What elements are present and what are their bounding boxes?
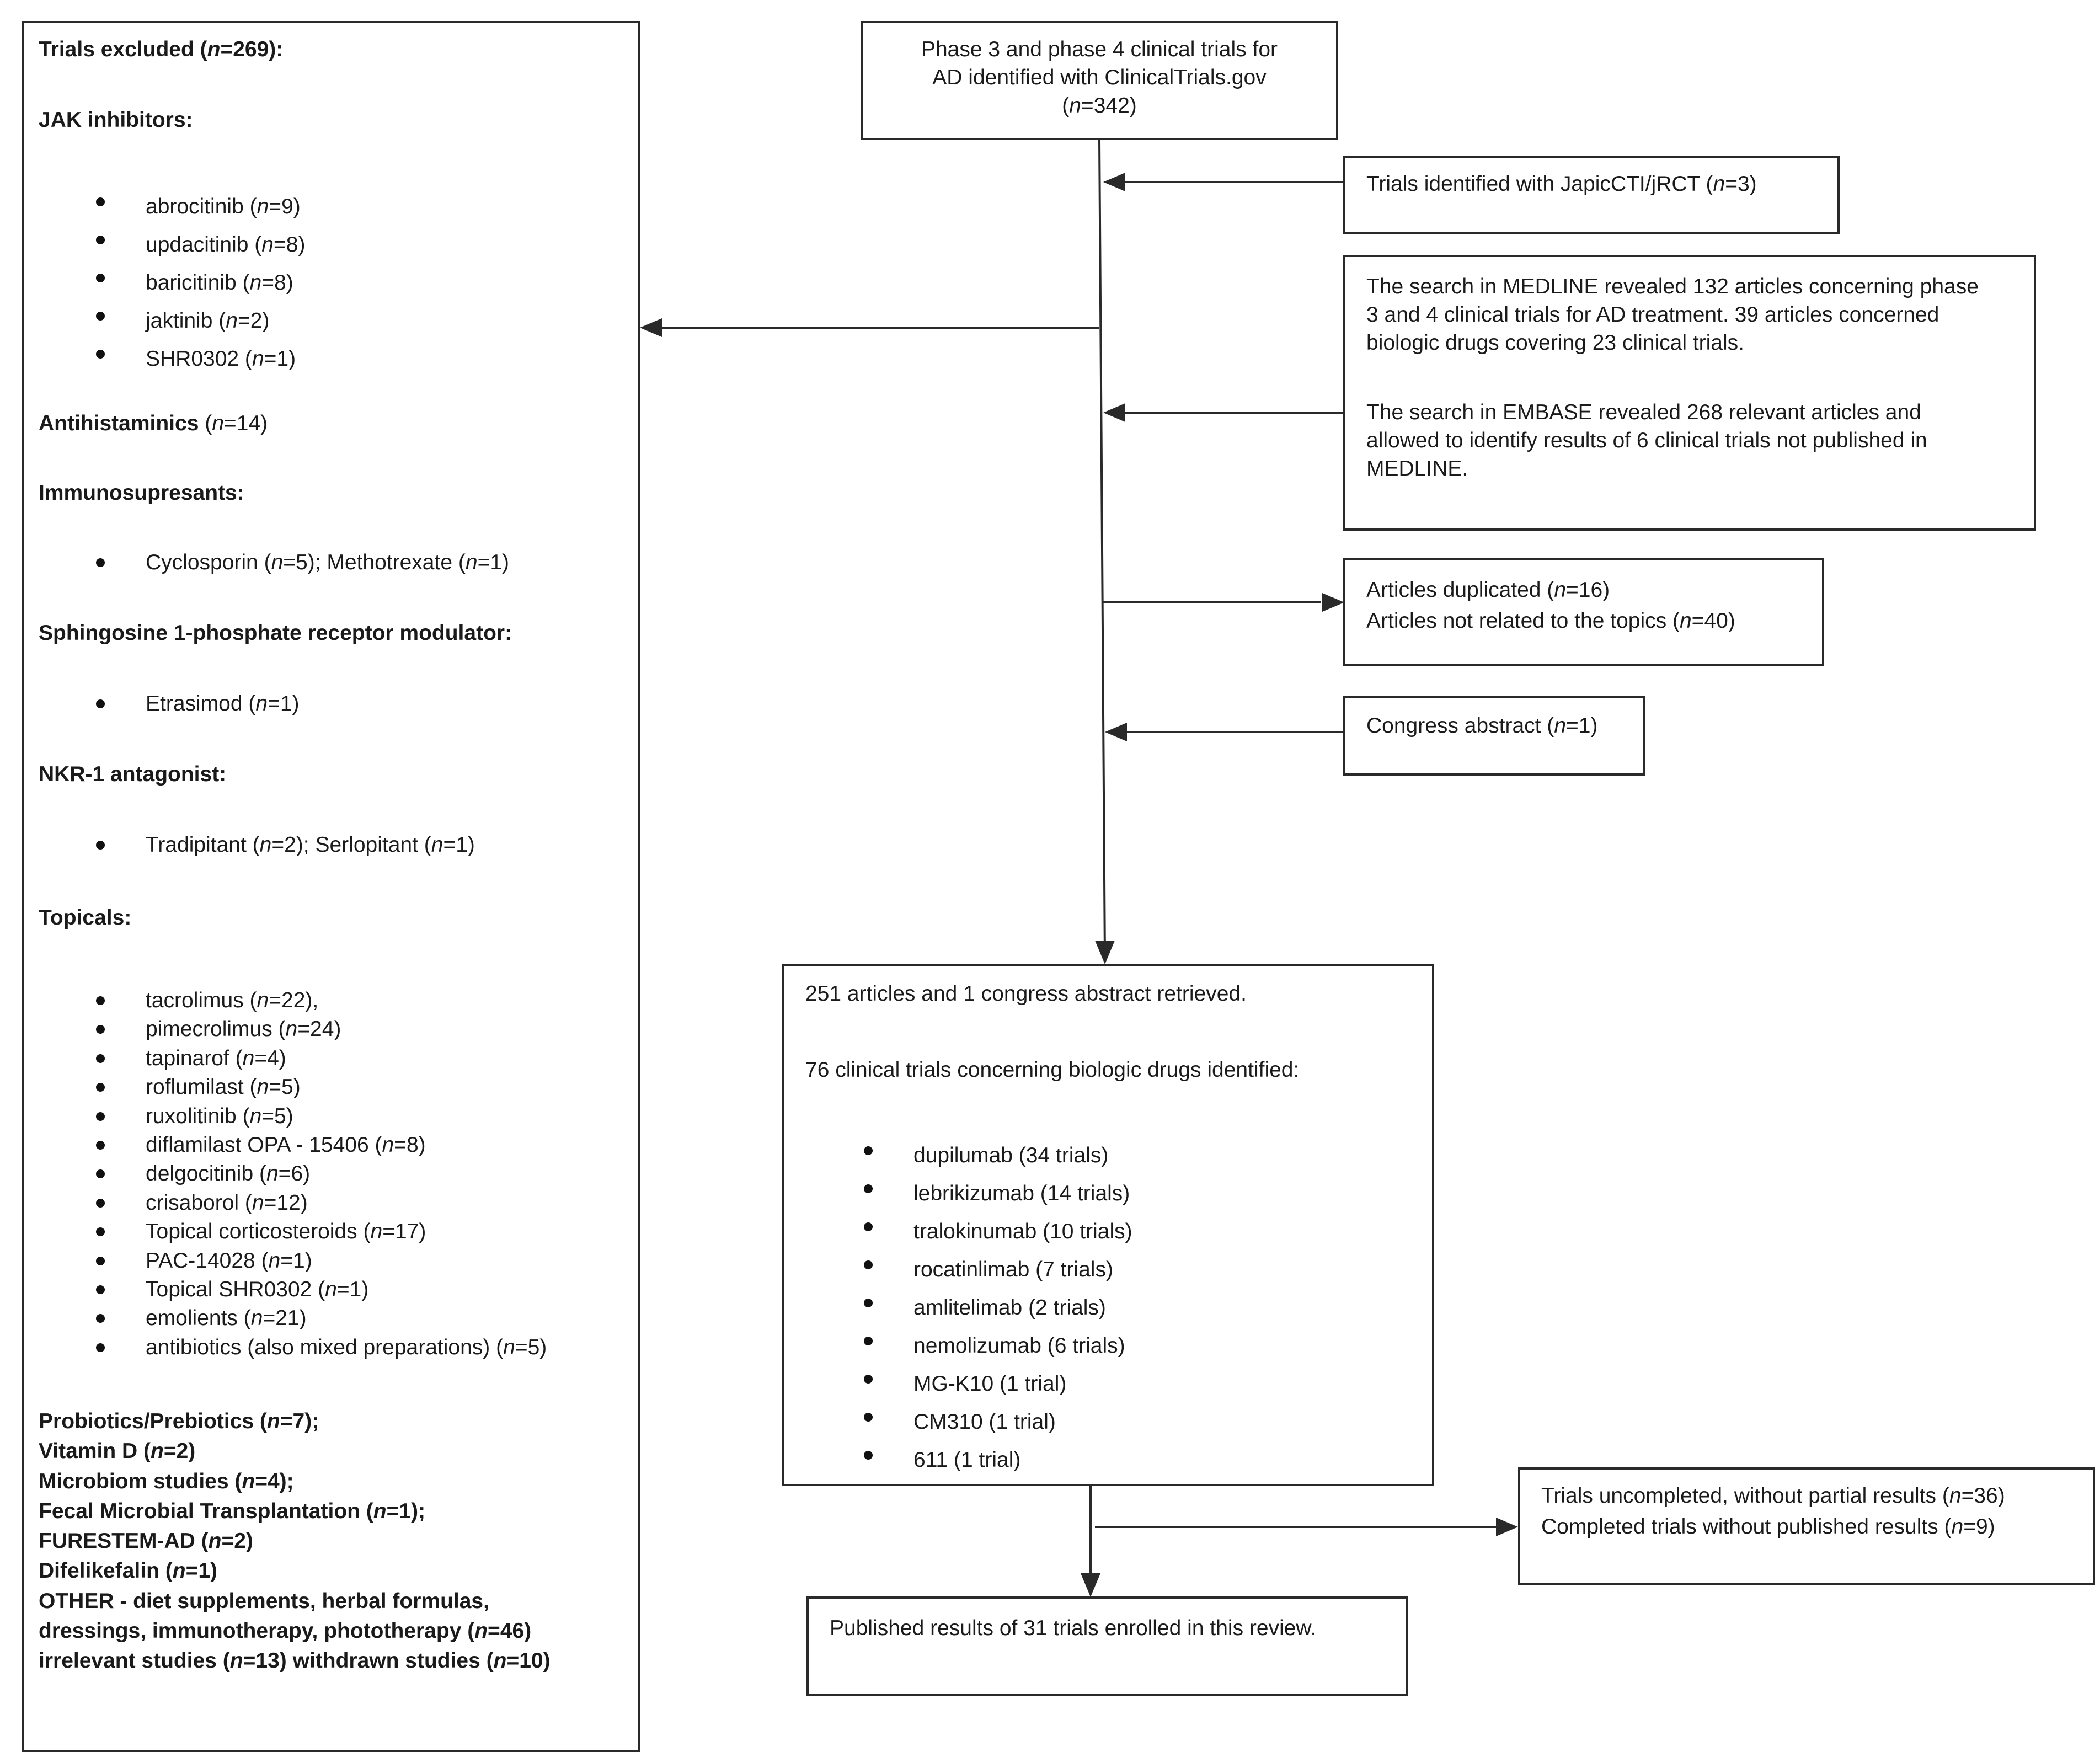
list-item: baricitinib (n=8) (95, 264, 305, 302)
list-item: tapinarof (n=4) (95, 1044, 547, 1073)
jak-list: abrocitinib (n=9) updacitinib (n=8) bari… (95, 188, 305, 378)
list-item: 611 (1 trial) (864, 1441, 1132, 1479)
sphingosine-list: Etrasimod (n=1) (96, 690, 300, 718)
immunosupresants-list: Cyclosporin (n=5); Methotrexate (n=1) (95, 548, 509, 576)
list-item: dupilumab (34 trials) (864, 1136, 1132, 1174)
list-item: CM310 (1 trial) (864, 1403, 1132, 1441)
published-box: Published results of 31 trials enrolled … (806, 1596, 1408, 1696)
duplicated-box: Articles duplicated (n=16) Articles not … (1343, 558, 1824, 666)
topicals-list: tacrolimus (n=22), pimecrolimus (n=24) t… (95, 986, 547, 1362)
uncompleted-box: Trials uncompleted, without partial resu… (1518, 1467, 2095, 1585)
sphingosine-heading: Sphingosine 1-phosphate receptor modulat… (39, 621, 512, 645)
other-line: Difelikefalin (n=1) (39, 1559, 218, 1583)
list-item: nemolizumab (6 trials) (864, 1327, 1132, 1365)
arrowhead-medline (1103, 403, 1125, 422)
list-item: rocatinlimab (7 trials) (864, 1251, 1132, 1289)
biologics-list: dupilumab (34 trials) lebrikizumab (14 t… (864, 1136, 1132, 1479)
list-item: updacitinib (n=8) (95, 226, 305, 264)
list-item: Tradipitant (n=2); Serlopitant (n=1) (96, 831, 475, 859)
other-line: Fecal Microbial Transplantation (n=1); (39, 1499, 426, 1523)
duplicated-text: Articles duplicated (n=16) Articles not … (1366, 578, 1735, 633)
other-line: dressings, immunotherapy, phototherapy (… (39, 1619, 532, 1643)
published-text: Published results of 31 trials enrolled … (830, 1616, 1317, 1640)
antihistaminics-line: Antihistaminics (n=14) (39, 412, 268, 435)
retrieved-line2: 76 clinical trials concerning biologic d… (805, 1058, 1300, 1082)
list-item: tacrolimus (n=22), (95, 986, 547, 1015)
list-item: Topical SHR0302 (n=1) (95, 1275, 547, 1304)
list-item: lebrikizumab (14 trials) (864, 1174, 1132, 1212)
list-item: Cyclosporin (n=5); Methotrexate (n=1) (95, 548, 509, 576)
list-item: antibiotics (also mixed preparations) (n… (95, 1333, 547, 1362)
uncompleted-text: Trials uncompleted, without partial resu… (1541, 1484, 2005, 1539)
excluded-title: Trials excluded (n=269): (39, 38, 284, 61)
arrowhead-congress (1105, 723, 1127, 741)
embase-text: The search in EMBASE revealed 268 releva… (1366, 400, 1927, 480)
other-line: Vitamin D (n=2) (39, 1439, 196, 1463)
immunosupresants-heading: Immunosupresants: (39, 481, 244, 505)
arrowhead-excluded (640, 318, 662, 337)
main-vertical-line (1098, 138, 1106, 959)
list-item: roflumilast (n=5) (95, 1073, 547, 1102)
topicals-heading: Topicals: (39, 906, 132, 930)
other-line: OTHER - diet supplements, herbal formula… (39, 1589, 489, 1613)
databases-box: The search in MEDLINE revealed 132 artic… (1343, 255, 2036, 531)
nkr1-heading: NKR-1 antagonist: (39, 762, 227, 786)
other-line: FURESTEM-AD (n=2) (39, 1529, 253, 1553)
other-line: Microbiom studies (n=4); (39, 1469, 294, 1493)
arrowhead-down-main (1095, 941, 1115, 964)
congress-text: Congress abstract (n=1) (1366, 714, 1598, 738)
identified-box: Phase 3 and phase 4 clinical trials for … (861, 21, 1338, 140)
list-item: pimecrolimus (n=24) (95, 1015, 547, 1044)
medline-text: The search in MEDLINE revealed 132 artic… (1366, 275, 1979, 355)
list-item: amlitelimab (2 trials) (864, 1289, 1132, 1327)
jak-heading: JAK inhibitors: (39, 108, 193, 132)
list-item: emolients (n=21) (95, 1304, 547, 1333)
retrieved-box: 251 articles and 1 congress abstract ret… (782, 964, 1434, 1486)
japic-box: Trials identified with JapicCTI/jRCT (n=… (1343, 156, 1840, 234)
list-item: crisaborol (n=12) (95, 1189, 547, 1217)
arrowhead-published (1081, 1573, 1100, 1597)
list-item: PAC-14028 (n=1) (95, 1247, 547, 1275)
list-item: Topical corticosteroids (n=17) (95, 1217, 547, 1246)
excluded-box: Trials excluded (n=269): JAK inhibitors:… (22, 21, 640, 1752)
other-line: irrelevant studies (n=13) withdrawn stud… (39, 1649, 551, 1673)
nkr1-list: Tradipitant (n=2); Serlopitant (n=1) (96, 831, 475, 859)
japic-text: Trials identified with JapicCTI/jRCT (n=… (1366, 172, 1757, 196)
retrieved-line1: 251 articles and 1 congress abstract ret… (805, 982, 1247, 1006)
list-item: jaktinib (n=2) (95, 302, 305, 340)
list-item: diflamilast OPA - 15406 (n=8) (95, 1131, 547, 1160)
list-item: MG-K10 (1 trial) (864, 1365, 1132, 1403)
arrowhead-duplicated (1322, 593, 1344, 612)
other-line: Probiotics/Prebiotics (n=7); (39, 1409, 319, 1433)
arrowhead-japic (1103, 173, 1125, 191)
identified-text: Phase 3 and phase 4 clinical trials for … (921, 38, 1278, 117)
list-item: abrocitinib (n=9) (95, 188, 305, 226)
list-item: Etrasimod (n=1) (96, 690, 300, 718)
list-item: tralokinumab (10 trials) (864, 1212, 1132, 1251)
list-item: delgocitinib (n=6) (95, 1160, 547, 1188)
other-exclusions: Probiotics/Prebiotics (n=7); Vitamin D (… (39, 1407, 551, 1676)
arrowhead-uncompleted (1496, 1518, 1518, 1536)
list-item: SHR0302 (n=1) (95, 340, 305, 378)
list-item: ruxolitinib (n=5) (95, 1102, 547, 1131)
congress-box: Congress abstract (n=1) (1343, 696, 1645, 776)
